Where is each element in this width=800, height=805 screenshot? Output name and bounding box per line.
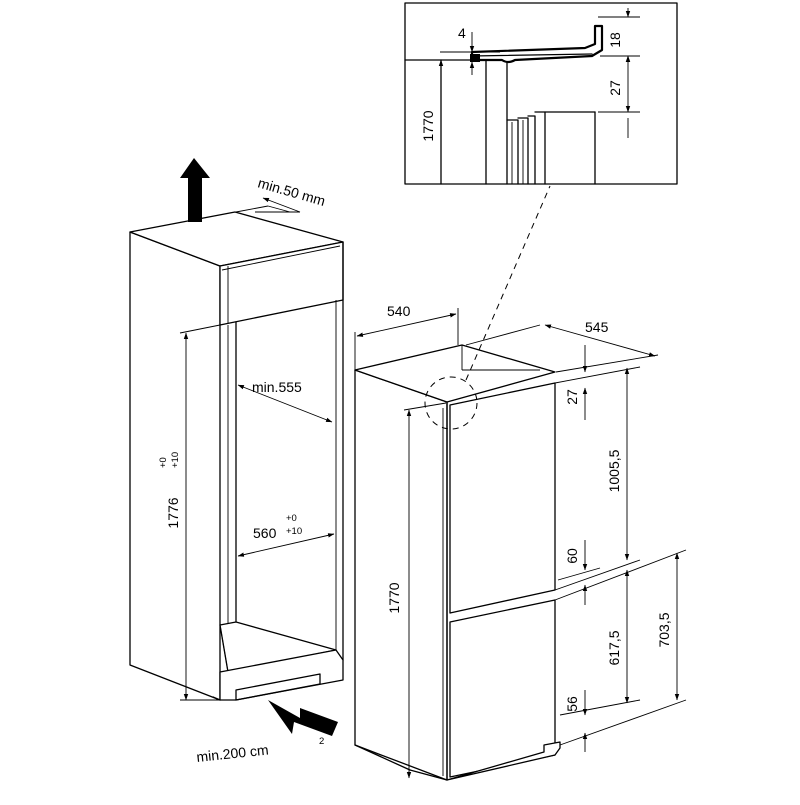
dim-appliance-depth: 545 — [465, 319, 659, 373]
airflow-up-arrow — [180, 158, 210, 222]
label-niche-width-tol-lower: +10 — [286, 526, 302, 537]
label-niche-height-tol-lower: +10 — [170, 452, 181, 468]
label-detail-thickness: 4 — [458, 25, 466, 41]
label-upper-door: 1005,5 — [606, 449, 622, 492]
airflow-in-arrow — [268, 700, 338, 736]
label-niche-width-tol-upper: +0 — [286, 513, 297, 524]
label-niche-height: 1776 — [165, 497, 181, 528]
dim-niche-height: 1776 +0 +10 — [158, 324, 221, 701]
label-niche-depth: min.555 — [252, 379, 302, 395]
label-niche-width: 560 — [253, 525, 277, 541]
label-appliance-width: 540 — [387, 303, 411, 319]
appliance-body — [354, 344, 561, 781]
niche-cabinet — [129, 205, 344, 701]
label-vent-area-exp: 2 — [319, 736, 324, 747]
dim-niche-depth: min.555 — [237, 379, 333, 423]
dim-right-stack: 27 1005,5 60 617,5 703,5 56 — [554, 345, 687, 752]
label-detail-offset: 27 — [607, 80, 623, 96]
label-appliance-depth: 545 — [585, 319, 609, 335]
label-top-offset: 27 — [564, 389, 580, 405]
label-min-top-gap: min.50 mm — [256, 175, 327, 209]
label-niche-height-tol-upper: +0 — [158, 457, 169, 468]
detail-box: 1770 4 18 27 — [404, 2, 678, 185]
label-appliance-height: 1770 — [386, 582, 402, 613]
detail-callout — [424, 185, 551, 430]
label-detail-height: 1770 — [420, 110, 436, 141]
label-vent-area: min.200 cm — [196, 742, 270, 765]
dim-niche-width: 560 +0 +10 — [237, 513, 335, 557]
dim-appliance-width: 540 — [354, 303, 459, 370]
dim-vent-area: min.200 cm 2 — [196, 736, 325, 765]
label-lower-total: 703,5 — [656, 612, 672, 647]
label-detail-top: 18 — [607, 32, 623, 48]
label-bottom-gap: 56 — [564, 696, 580, 712]
label-lower-door: 617,5 — [606, 630, 622, 665]
label-door-gap: 60 — [564, 548, 580, 564]
